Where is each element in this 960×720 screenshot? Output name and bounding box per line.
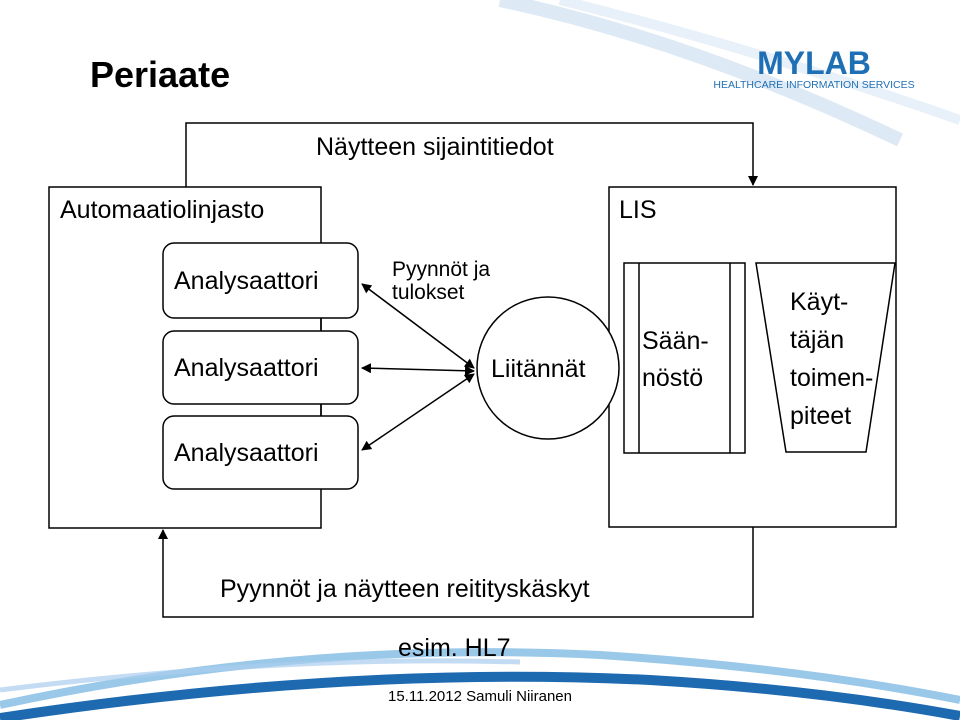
user-actions-label-line2: täjän [790, 326, 845, 354]
automation-line-label: Automaatiolinjasto [60, 196, 265, 224]
rulebase-label-line1: Sään- [642, 327, 709, 355]
analyzer-label-2: Analysaattori [174, 354, 319, 382]
user-actions-label-line1: Käyt- [790, 288, 849, 316]
interface-circle [476, 296, 620, 440]
requests-results-label-line1: Pyynnöt ja [392, 258, 491, 281]
slide-title: Periaate [90, 54, 231, 95]
bottom-flow-arrow [158, 527, 754, 618]
analyzer-label-3: Analysaattori [174, 439, 319, 467]
top-flow-arrow [185, 122, 758, 187]
interface-label: Liitännät [491, 355, 586, 383]
user-actions-label-line3: toimen- [790, 364, 874, 392]
footer-date-author: 15.11.2012 Samuli Niiranen [387, 688, 572, 705]
user-actions-shape [755, 262, 896, 453]
logo-tagline: HEALTHCARE INFORMATION SERVICES [713, 79, 914, 90]
mylab-logo: MYLAB HEALTHCARE INFORMATION SERVICES [713, 48, 914, 90]
top-flow-label: Näytteen sijaintitiedot [316, 133, 554, 161]
analyzer-box-2 [162, 330, 359, 405]
bottom-flow-label: Pyynnöt ja näytteen reitityskäskyt [220, 575, 590, 603]
analyzer-3-link [361, 373, 475, 451]
lis-label: LIS [619, 196, 657, 224]
analyzer-1-link [361, 283, 475, 369]
user-actions-label-line4: piteet [790, 402, 852, 430]
protocol-note: esim. HL7 [398, 634, 511, 662]
requests-results-label-line2: tulokset [392, 281, 465, 304]
analyzer-box-1 [162, 242, 359, 319]
logo-brand: MYLAB [757, 48, 871, 81]
rulebase-box [623, 262, 746, 454]
analyzer-box-3 [162, 415, 359, 490]
analyzer-label-1: Analysaattori [174, 267, 319, 295]
analyzer-2-link [361, 363, 475, 376]
rulebase-label-line2: nöstö [642, 364, 704, 392]
